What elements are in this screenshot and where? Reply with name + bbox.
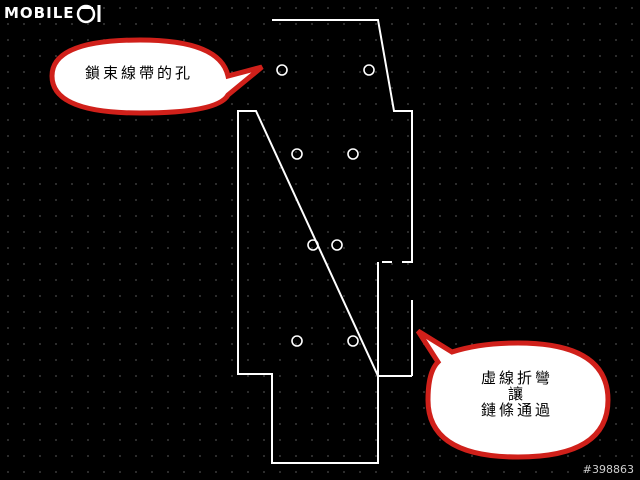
watermark-id: #398863 <box>582 463 634 476</box>
logo-01-icon <box>76 4 100 24</box>
zip-tie-holes <box>276 64 375 347</box>
hole <box>363 64 375 76</box>
fold-callout-line-3: 鏈條通過 <box>480 401 553 419</box>
fold-dashed-line <box>377 261 392 358</box>
mobile01-logo: MOBILE <box>4 2 105 24</box>
hole <box>307 239 319 251</box>
hole <box>291 148 303 160</box>
hole <box>276 64 288 76</box>
fold-callout-text: 虛線折彎 讓 鏈條通過 <box>462 370 572 418</box>
logo-text: MOBILE <box>4 4 75 22</box>
holes-callout-text: 鎖束線帶的孔 <box>84 64 193 82</box>
hole <box>347 335 359 347</box>
hole <box>347 148 359 160</box>
fold-callout-bubble <box>415 328 611 460</box>
holes-callout-bubble <box>49 37 264 116</box>
hole <box>331 239 343 251</box>
fold-callout-line-2: 讓 <box>507 385 526 403</box>
hole <box>291 335 303 347</box>
template-outline <box>237 19 413 464</box>
fold-callout-line-1: 虛線折彎 <box>480 369 553 387</box>
